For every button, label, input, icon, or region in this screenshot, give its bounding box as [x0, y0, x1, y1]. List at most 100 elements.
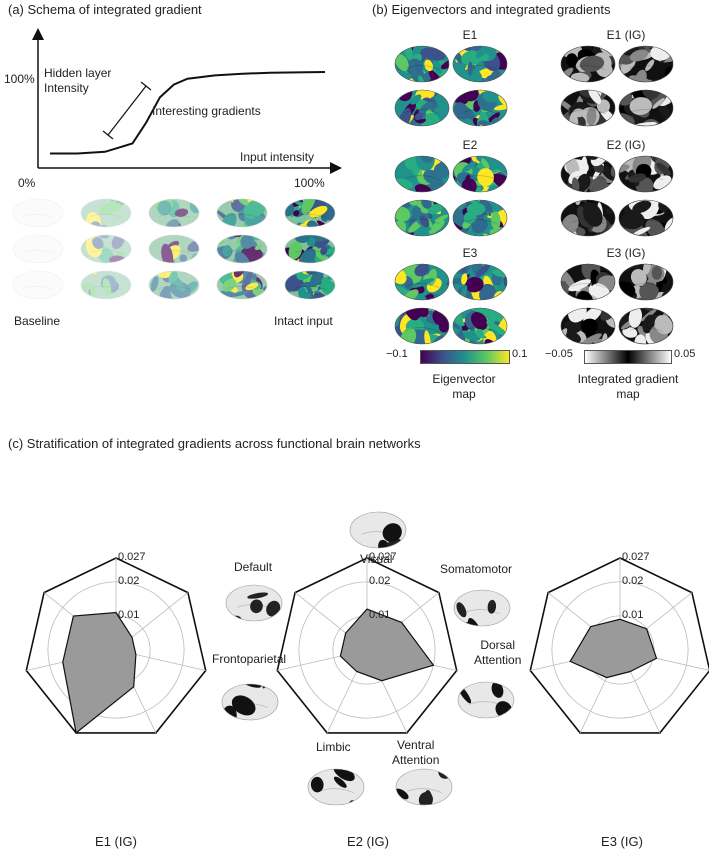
integrated-gradient-brain: [560, 89, 616, 127]
panel-c-title: (c) Stratification of integrated gradien…: [8, 436, 421, 451]
intact-input-label: Intact input: [274, 314, 333, 328]
panel-b-title: (b) Eigenvectors and integrated gradient…: [372, 2, 611, 17]
radar-tick-label: 0.01: [622, 609, 643, 621]
panel-a-x-max: 100%: [294, 176, 325, 190]
radar-tick-label: 0.01: [118, 609, 139, 621]
radar-caption-e2: E2 (IG): [347, 834, 389, 849]
interpolated-brain: [216, 198, 268, 228]
panel-a-y-max: 100%: [4, 72, 35, 86]
limbic-network-brain: [307, 768, 365, 806]
panel-b-brain-maps: [394, 45, 674, 345]
eigen-colorbar-label: Eigenvector map: [410, 372, 518, 402]
eigen-colorbar-label-line1: Eigenvector: [432, 372, 496, 386]
somatomotor-network-brain: [453, 589, 511, 627]
ig-colorbar-label-line2: map: [616, 387, 640, 401]
network-label-somatomotor: Somatomotor: [440, 562, 513, 576]
radar-caption-e3: E3 (IG): [601, 834, 643, 849]
radar-data-area: [569, 618, 658, 679]
eigen-colorbar-max: 0.1: [512, 348, 528, 360]
radar-tick-label: 0.02: [118, 575, 139, 587]
eigenvector-brain: [452, 45, 508, 83]
eigenvector-brain: [452, 307, 508, 345]
eigen-colorbar-label-line2: map: [452, 387, 476, 401]
panel-c-radar-charts: 0.01 0.02 0.027 0.01 0.02 0.027 0.01 0.02 0.027: [25, 511, 709, 806]
radar-outer-frame: [529, 557, 709, 734]
integrated-gradient-brain: [618, 263, 674, 301]
network-label-default: Default: [234, 560, 273, 574]
ig-colorbar-min: −0.05: [545, 348, 573, 360]
radar-tick-label: 0.027: [369, 551, 397, 563]
ventral-attention-network-brain: [395, 768, 453, 806]
interpolated-brain: [148, 234, 200, 264]
radar-tick-label: 0.01: [369, 609, 390, 621]
interpolated-brain-grid: [12, 198, 336, 300]
panel-a-y-label-line1: Hidden layer: [44, 66, 112, 80]
panel-a-x-min: 0%: [18, 176, 36, 190]
radar-chart: 0.01 0.02 0.027: [529, 551, 709, 734]
radar-outer-frame: [25, 557, 207, 734]
integrated-gradient-brain: [560, 155, 616, 193]
radar-outer-frame: [276, 557, 458, 734]
radar-chart: 0.01 0.02 0.027: [25, 551, 207, 734]
interpolated-brain: [80, 234, 132, 264]
eigenvector-brain: [394, 199, 450, 237]
interpolated-brain: [216, 234, 268, 264]
interpolated-brain: [12, 270, 64, 300]
interpolated-brain: [12, 198, 64, 228]
panel-a-annotation: Interesting gradients: [152, 104, 261, 118]
eigenvector-colorbar: [420, 350, 510, 364]
radar-tick-label: 0.027: [622, 551, 650, 563]
eigenvector-brain: [452, 89, 508, 127]
integrated-gradient-brain: [618, 155, 674, 193]
ig-colorbar-label-line1: Integrated gradient: [577, 372, 679, 386]
ig-colorbar-label: Integrated gradient map: [568, 372, 688, 402]
radar-data-area: [62, 611, 137, 734]
radar-tick-label: 0.027: [118, 551, 146, 563]
frontoparietal-network-brain: [221, 683, 279, 721]
network-label-ventral-attention: Ventral Attention: [392, 738, 439, 768]
e1-title: E1: [462, 28, 478, 42]
eigenvector-brain: [394, 89, 450, 127]
e1-ig-title: E1 (IG): [606, 28, 646, 42]
eigenvector-brain: [394, 45, 450, 83]
baseline-label: Baseline: [14, 314, 61, 328]
integrated-gradient-brain: [560, 263, 616, 301]
panel-a-chart: [32, 28, 342, 174]
eigen-colorbar-min: −0.1: [386, 348, 408, 360]
network-label-frontoparietal: Frontoparietal: [212, 652, 287, 666]
e3-ig-title: E3 (IG): [606, 246, 646, 260]
eigenvector-brain: [452, 155, 508, 193]
dorsal-attention-network-brain: [457, 681, 515, 719]
integrated-gradient-brain: [618, 199, 674, 237]
network-label-ventral-line1: Ventral: [397, 738, 435, 752]
e2-ig-title: E2 (IG): [606, 138, 646, 152]
sigmoid-curve: [50, 71, 326, 155]
default-network-brain: [225, 584, 283, 622]
network-label-dorsal-line2: Attention: [474, 653, 522, 667]
radar-caption-e1: E1 (IG): [95, 834, 137, 849]
network-label-visual: Visual: [360, 552, 393, 566]
radar-tick-label: 0.02: [622, 575, 643, 587]
network-label-limbic: Limbic: [316, 740, 351, 754]
ig-colorbar-max: 0.05: [674, 348, 696, 360]
ig-colorbar: [584, 350, 672, 364]
gradient-bracket: [102, 81, 152, 140]
interpolated-brain: [80, 270, 132, 300]
network-label-dorsal-attention: Dorsal Attention: [474, 638, 521, 668]
network-label-ventral-line2: Attention: [392, 753, 440, 767]
e2-title: E2: [462, 138, 478, 152]
eigenvector-brain: [394, 307, 450, 345]
e3-title: E3: [462, 246, 478, 260]
interpolated-brain: [284, 270, 336, 300]
radar-tick-label: 0.02: [369, 575, 390, 587]
interpolated-brain: [148, 270, 200, 300]
interpolated-brain: [12, 234, 64, 264]
radar-chart: 0.01 0.02 0.027: [276, 551, 458, 734]
integrated-gradient-brain: [618, 89, 674, 127]
panel-a-y-label-line2: Intensity: [44, 81, 89, 95]
panel-a-title: (a) Schema of integrated gradient: [8, 2, 202, 17]
panel-a-y-label: Hidden layer Intensity: [44, 66, 111, 96]
eigenvector-brain: [452, 199, 508, 237]
radar-data-area: [339, 608, 435, 682]
interpolated-brain: [216, 270, 268, 300]
